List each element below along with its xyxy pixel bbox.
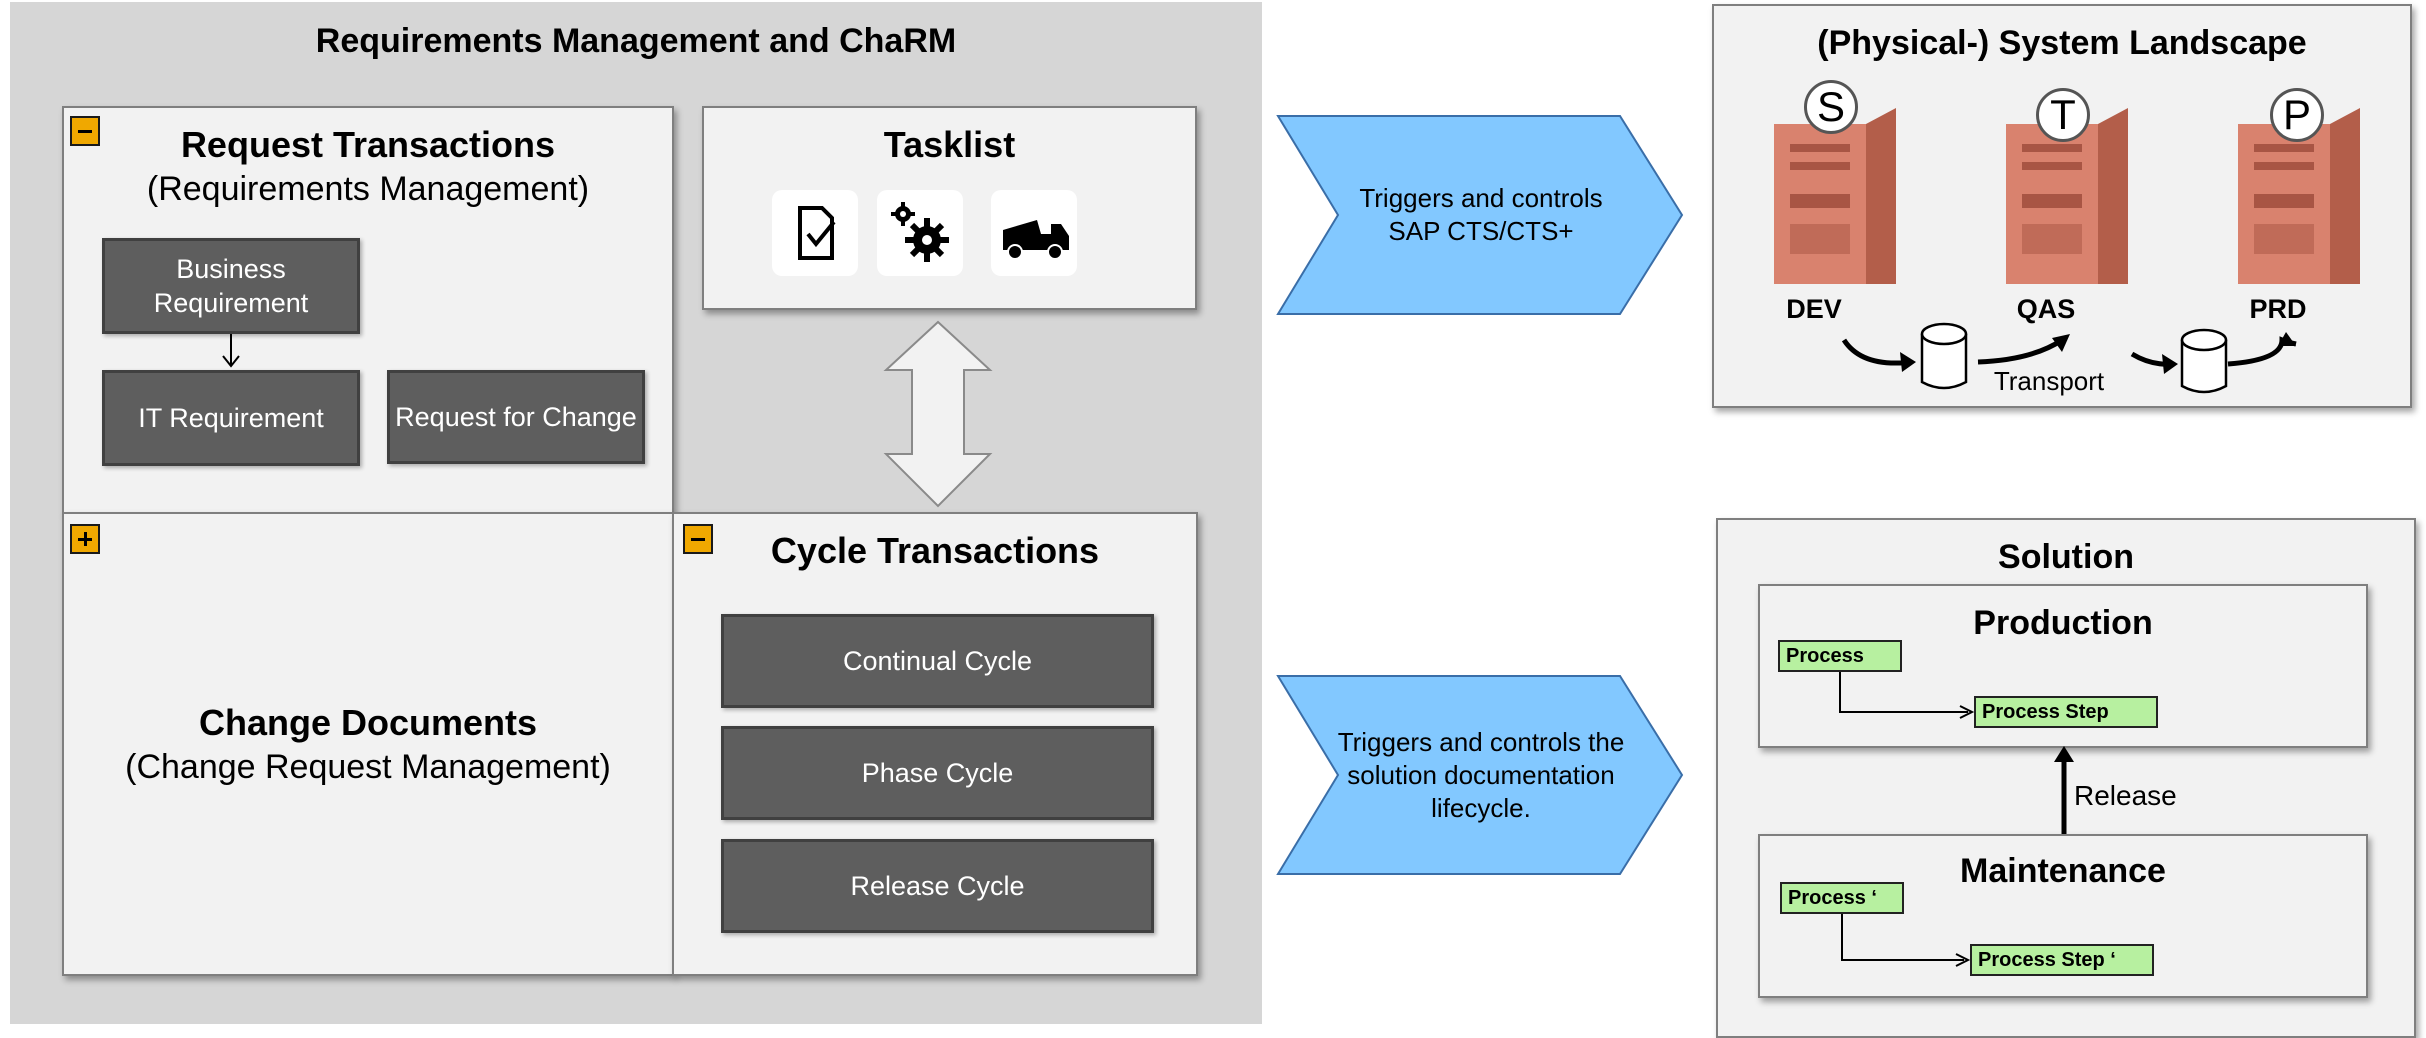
continual-cycle-box[interactable]: Continual Cycle xyxy=(721,614,1154,708)
database-icon xyxy=(1920,322,1968,390)
server-label-dev: DEV xyxy=(1786,294,1842,324)
transport-label: Transport xyxy=(1993,366,2105,396)
gears-icon[interactable] xyxy=(877,190,963,276)
chevron-text-1: Triggers and controls SAP CTS/CTS+ xyxy=(1359,183,1603,246)
expand-toggle-icon[interactable] xyxy=(70,524,100,554)
solution-connectors xyxy=(1839,672,2074,967)
server-label-qas: QAS xyxy=(2016,294,2076,324)
transport-flow xyxy=(1841,322,2297,394)
truck-icon[interactable] xyxy=(991,190,1077,276)
change-documents-box xyxy=(62,512,674,976)
change-documents-title: Change Documents xyxy=(198,702,538,743)
it-requirement-box[interactable]: IT Requirement xyxy=(102,370,360,466)
cycle-transactions-title: Cycle Transactions xyxy=(770,530,1100,571)
request-transactions-subtitle: (Requirements Management) xyxy=(146,170,590,208)
process-prime-box[interactable]: Process ‘ xyxy=(1780,882,1904,914)
chevron-shape-2 xyxy=(1276,675,1684,875)
collapse-toggle-icon[interactable] xyxy=(70,116,100,146)
solution-title: Solution xyxy=(1998,538,2134,576)
panel-title: Requirements Management and ChaRM xyxy=(315,22,957,60)
production-title: Production xyxy=(1973,604,2153,642)
tasklist-title: Tasklist xyxy=(883,124,1016,165)
system-badge-s: S xyxy=(1804,80,1858,134)
request-for-change-box[interactable]: Request for Change xyxy=(387,370,645,464)
release-cycle-box[interactable]: Release Cycle xyxy=(721,839,1154,933)
business-requirement-box[interactable]: Business Requirement xyxy=(102,238,360,334)
bidirectional-arrow-icon xyxy=(883,320,993,508)
checklist-icon[interactable] xyxy=(772,190,858,276)
system-badge-t: T xyxy=(2036,88,2090,142)
server-label-prd: PRD xyxy=(2249,294,2307,324)
chevron-text-2: Triggers and controls the solution docum… xyxy=(1337,726,1625,823)
landscape-title: (Physical-) System Landscape xyxy=(1817,24,2307,62)
database-icon xyxy=(2180,328,2228,394)
system-badge-p: P xyxy=(2270,88,2324,142)
release-label: Release xyxy=(2074,780,2177,811)
process-step-box[interactable]: Process Step xyxy=(1974,696,2158,728)
process-box[interactable]: Process xyxy=(1778,640,1902,672)
chevron-shape-1 xyxy=(1276,115,1684,315)
request-transactions-title: Request Transactions xyxy=(180,124,556,165)
process-step-prime-box[interactable]: Process Step ‘ xyxy=(1970,944,2154,976)
maintenance-title: Maintenance xyxy=(1960,852,2166,890)
change-documents-subtitle: (Change Request Management) xyxy=(125,748,611,786)
phase-cycle-box[interactable]: Phase Cycle xyxy=(721,726,1154,820)
collapse-toggle-icon[interactable] xyxy=(683,524,713,554)
